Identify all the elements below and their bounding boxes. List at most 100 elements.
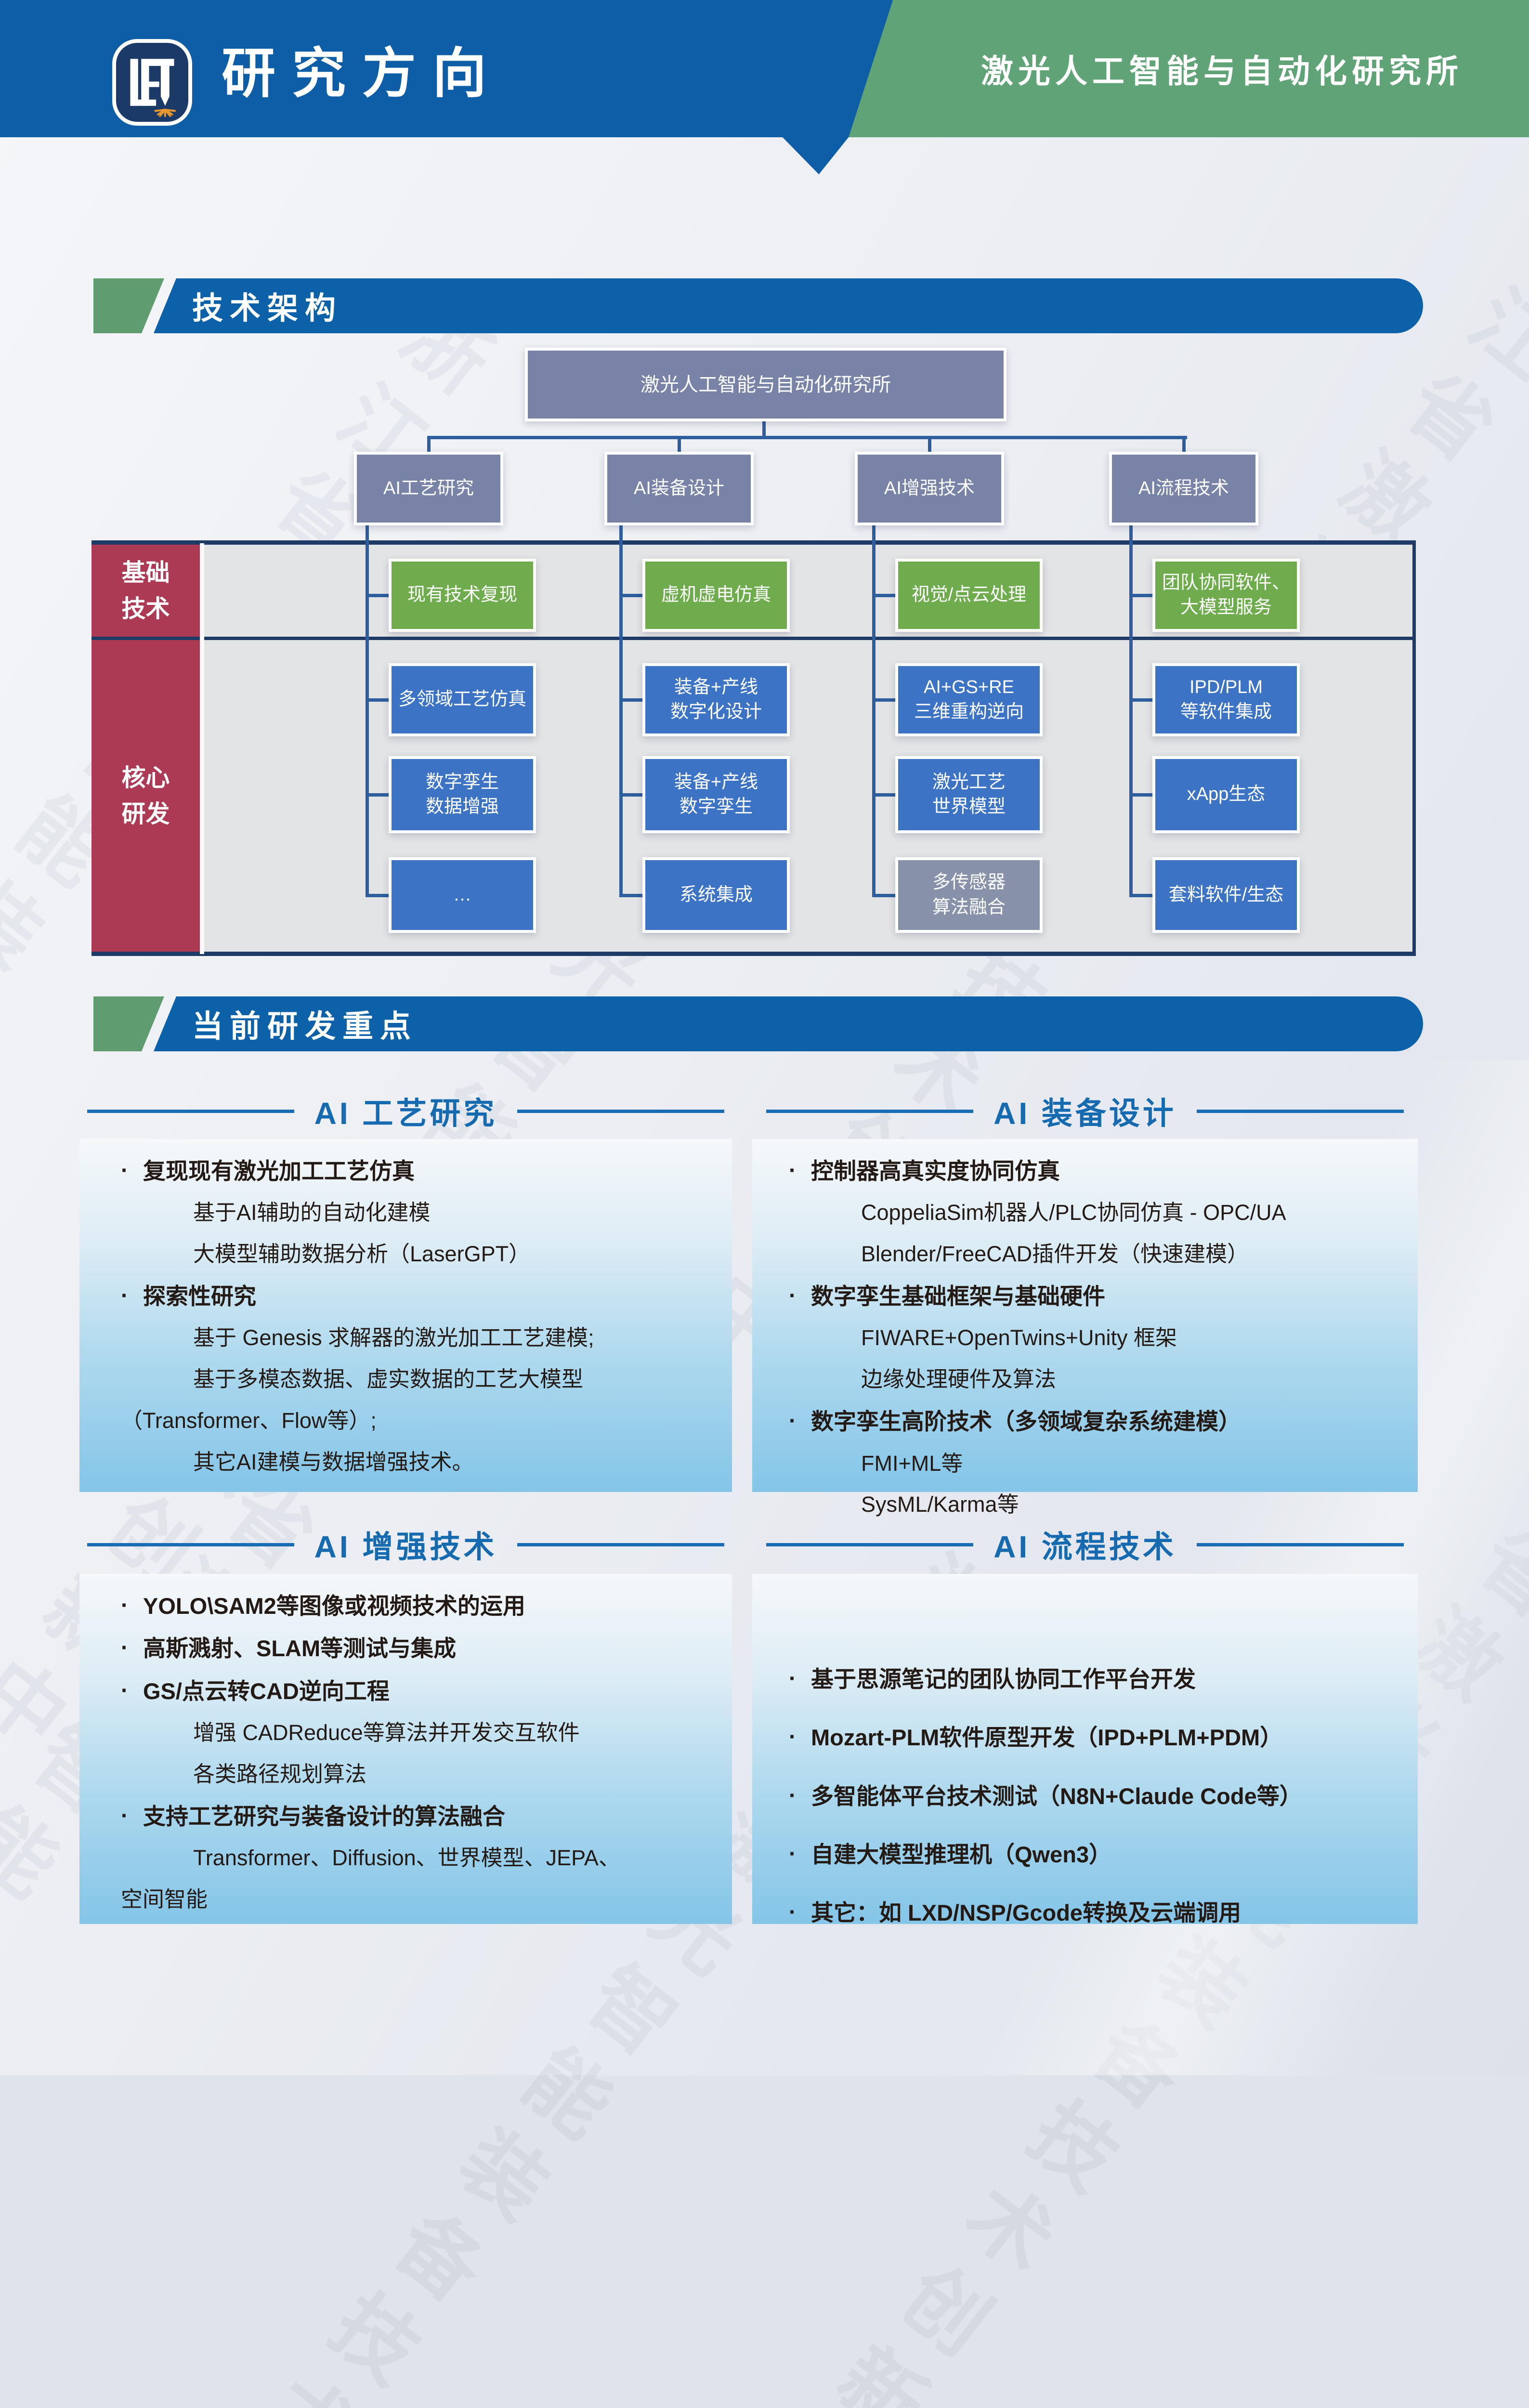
list-item-text: 各类路径规划算法 xyxy=(193,1761,367,1786)
list-item-text: SysML/Karma等 xyxy=(861,1492,1019,1517)
subsection-header-process-research: AI 工艺研究 xyxy=(79,1089,732,1133)
header-rule-left xyxy=(766,1543,974,1546)
panel-list-item: 大模型辅助数据分析（LaserGPT） xyxy=(121,1241,708,1268)
panel-list-item: · 控制器高真实度协同仿真 xyxy=(789,1157,1398,1185)
panel-list-item: 基于多模态数据、虚实数据的工艺大模型 xyxy=(121,1366,708,1393)
list-item-text: CoppeliaSim机器人/PLC协同仿真 - OPC/UA xyxy=(861,1200,1286,1225)
banner-green-accent xyxy=(93,278,164,333)
header-blue-wedge xyxy=(783,137,849,174)
panel-list-item: Transformer、Diffusion、世界模型、JEPA、 xyxy=(121,1845,708,1871)
list-item-text: 大模型辅助数据分析（LaserGPT） xyxy=(193,1242,531,1267)
subsection-title: AI 工艺研究 xyxy=(314,1096,497,1131)
bullet-dot: · xyxy=(789,1408,797,1434)
bullet-dot: · xyxy=(121,1802,129,1828)
panel-list-item: SysML/Karma等 xyxy=(789,1492,1398,1518)
connector-stub xyxy=(366,698,389,702)
connector-drop xyxy=(427,436,431,454)
diagram-core-box: 数字孪生 数据增强 xyxy=(389,756,536,833)
list-item-text: YOLO\SAM2等图像或视频技术的运用 xyxy=(143,1593,525,1619)
section-title-architecture: 技术架构 xyxy=(192,291,342,326)
panel-list-item: 增强 CADReduce等算法并开发交互软件 xyxy=(121,1720,708,1746)
connector-stub xyxy=(619,793,642,797)
bullet-dot: · xyxy=(789,1157,797,1183)
diagram-basic-tech-box: 虚机虚电仿真 xyxy=(642,559,790,632)
panel-list-item: ·探索性研究 xyxy=(121,1283,708,1310)
panel-list-item: ·数字孪生高阶技术（多领域复杂系统建模） xyxy=(789,1408,1398,1435)
container-row-divider xyxy=(91,637,1416,640)
institute-name: 激光人工智能与自动化研究所 xyxy=(981,53,1463,90)
panel-list-item: FMI+ML等 xyxy=(789,1451,1398,1477)
diagram-core-box: 系统集成 xyxy=(642,857,790,933)
panel-list-item: FIWARE+OpenTwins+Unity 框架 xyxy=(789,1325,1398,1351)
bullet-dot: · xyxy=(121,1592,129,1618)
panel-workflow-tech: ·基于思源笔记的团队协同工作平台开发·Mozart-PLM软件原型开发（IPD+… xyxy=(752,1574,1418,1927)
connector-column-line xyxy=(366,525,369,895)
list-item-text: 数字孪生基础框架与基础硬件 xyxy=(811,1283,1105,1309)
connector-stub xyxy=(872,594,895,597)
connector-stub xyxy=(1129,793,1152,797)
connector-stub xyxy=(872,793,895,797)
diagram-basic-tech-box: 团队协同软件、 大模型服务 xyxy=(1152,559,1300,632)
panel-list: ·基于思源笔记的团队协同工作平台开发·Mozart-PLM软件原型开发（IPD+… xyxy=(789,1665,1398,1927)
panel-list-item: 各类路径规划算法 xyxy=(121,1761,708,1788)
container-border-bottom xyxy=(91,952,1416,956)
list-item-text: 多智能体平台技术测试（N8N+Claude Code等） xyxy=(811,1783,1302,1809)
section-banner-architecture: 技术架构 xyxy=(93,278,1423,333)
container-border-top xyxy=(91,540,1416,545)
let-logo-glyph xyxy=(130,59,176,117)
connector-stub xyxy=(619,698,642,702)
diagram-core-box: 多领域工艺仿真 xyxy=(389,663,536,736)
bullet-dot: · xyxy=(121,1157,129,1183)
subsection-title: AI 增强技术 xyxy=(314,1530,497,1564)
row-label-core-rnd: 核心 研发 xyxy=(91,640,200,952)
bullet-dot: · xyxy=(789,1899,797,1925)
panel-list-item: · 多智能体平台技术测试（N8N+Claude Code等） xyxy=(789,1782,1398,1810)
list-item-text: 基于思源笔记的团队协同工作平台开发 xyxy=(811,1666,1196,1692)
panel-list: · 控制器高真实度协同仿真 CoppeliaSim机器人/PLC协同仿真 - OPC… xyxy=(789,1157,1398,1518)
header-rule-right xyxy=(517,1109,725,1113)
laser-spark-icon xyxy=(154,108,176,117)
list-item-text: 控制器高真实度协同仿真 xyxy=(811,1158,1060,1184)
panel-list-item: ·其它：如 LXD/NSP/Gcode转换及云端调用 xyxy=(789,1899,1398,1926)
panel-list-item: 边缘处理硬件及算法 xyxy=(789,1366,1398,1393)
diagram-core-box: IPD/PLM 等软件集成 xyxy=(1152,663,1300,736)
connector-stub xyxy=(619,594,642,597)
panel-list-item: 其它AI建模与数据增强技术。 xyxy=(121,1449,708,1476)
panel-enhancement-tech: ·YOLO\SAM2等图像或视频技术的运用·高斯溅射、SLAM等测试与集成·GS… xyxy=(79,1574,732,1924)
container-border-right xyxy=(1412,540,1416,956)
connector-root-stub xyxy=(762,420,766,438)
header-rule-right xyxy=(1196,1109,1404,1113)
panel-list-item: 空间智能 xyxy=(121,1886,708,1913)
list-item-text: 其它AI建模与数据增强技术。 xyxy=(193,1450,474,1475)
diagram-branch-box: AI增强技术 xyxy=(855,452,1004,525)
connector-stub xyxy=(1129,594,1152,597)
diagram-core-box: xApp生态 xyxy=(1152,756,1300,833)
panel-list-item: CoppeliaSim机器人/PLC协同仿真 - OPC/UA xyxy=(789,1200,1398,1226)
panel-list-item: ·GS/点云转CAD逆向工程 xyxy=(121,1677,708,1705)
header-green-band xyxy=(849,0,1529,137)
list-item-text: 增强 CADReduce等算法并开发交互软件 xyxy=(193,1720,580,1745)
connector-stub xyxy=(366,893,389,897)
panel-process-research: ·复现现有激光加工工艺仿真基于AI辅助的自动化建模大模型辅助数据分析（Laser… xyxy=(79,1139,732,1492)
panel-list-item: · YOLO\SAM2等图像或视频技术的运用 xyxy=(121,1592,708,1620)
diagram-core-box: … xyxy=(389,857,536,933)
panel-list-item: ·自建大模型推理机（Qwen3） xyxy=(789,1841,1398,1868)
page-title: 研究方向 xyxy=(222,43,503,104)
connector-stub xyxy=(1129,893,1152,897)
bullet-dot: · xyxy=(789,1782,797,1808)
diagram-basic-tech-box: 现有技术复现 xyxy=(389,559,536,632)
connector-column-line xyxy=(1129,525,1133,895)
let-logo-icon xyxy=(112,39,192,126)
banner-green-accent xyxy=(93,996,164,1051)
diagram-basic-tech-box: 视觉/点云处理 xyxy=(895,559,1043,632)
list-item-text: Transformer、Diffusion、世界模型、JEPA、 xyxy=(193,1845,620,1871)
diagram-core-box: 套料软件/生态 xyxy=(1152,857,1300,933)
subsection-header-workflow-tech: AI 流程技术 xyxy=(752,1523,1418,1566)
connector-drop xyxy=(1182,436,1186,454)
diagram-branch-box: AI工艺研究 xyxy=(354,452,503,525)
panel-equipment-design: · 控制器高真实度协同仿真 CoppeliaSim机器人/PLC协同仿真 - OPC… xyxy=(752,1139,1418,1517)
diagram-branch-box: AI流程技术 xyxy=(1109,452,1258,525)
header-rule-right xyxy=(517,1543,725,1546)
subsection-title: AI 装备设计 xyxy=(993,1096,1176,1131)
bullet-dot: · xyxy=(121,1635,129,1661)
